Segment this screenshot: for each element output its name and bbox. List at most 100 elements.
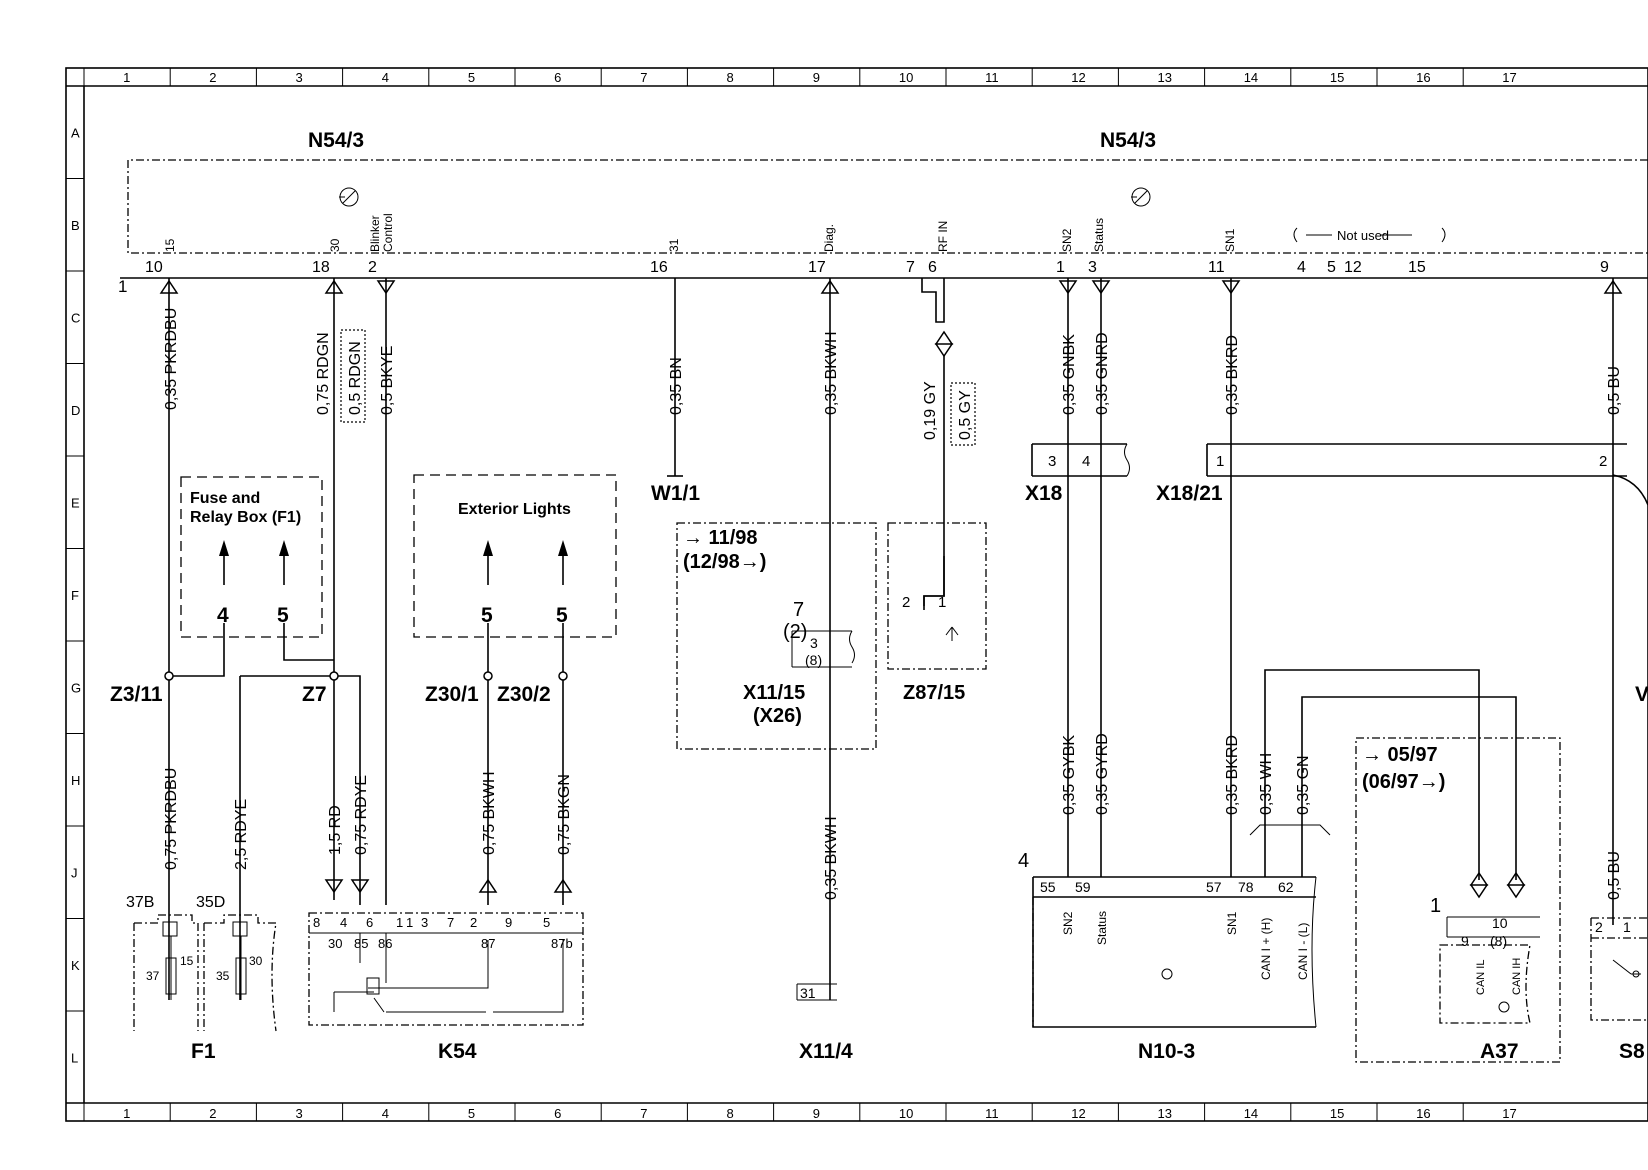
ext-lights-pin-5b: 5 [556,604,568,627]
column-label: 17 [1502,1106,1516,1121]
n10-pin-62: 62 [1278,879,1294,895]
z87-pin-2: 2 [902,594,910,611]
w1-1-label: W1/1 [651,482,700,505]
column-label: 16 [1416,70,1430,85]
z87-pin-1: 1 [938,594,946,611]
k54-label: K54 [438,1040,477,1063]
fuse-relay-box-outline [180,476,323,638]
fuse-box-label-2: Relay Box (F1) [190,509,301,526]
x18-21-pin-1: 1 [1216,453,1224,470]
wire-label-15: 0,75 BKWH [481,771,498,855]
f1-37: 37 [146,969,160,983]
column-label: 1 [123,1106,130,1121]
k54-pin-9: 9 [505,915,512,930]
n10-3-label: N10-3 [1138,1040,1195,1063]
a37-pin-8: (8) [1490,933,1507,949]
wire-label-3: 0,5 BKYE [379,346,396,415]
k54-pin-5: 5 [543,915,550,930]
wires [164,278,1648,1000]
pin-label-blinker: Blinker [368,215,382,252]
n10-3-module [1032,824,1331,1028]
not-used-bracket [1293,227,1446,243]
pin-12: 12 [1344,259,1362,276]
column-label: 4 [382,70,389,85]
n10-label-can-h: CAN I + (H) [1259,918,1273,980]
row-label: A [71,125,80,140]
row-label: L [71,1050,78,1065]
fuse-box-pin-4: 4 [217,604,229,627]
not-used-label: Not used [1337,228,1389,243]
k54-pin-7: 7 [447,915,454,930]
row-label: D [71,403,80,418]
n10-label-status: Status [1095,911,1109,945]
wire-label-5: 0,35 BKWH [823,331,840,415]
wire-label-22: 0,35 GN [1295,755,1312,815]
z30-2-label: Z30/2 [497,683,551,706]
n10-pin-55: 55 [1040,879,1056,895]
x26-label: (X26) [753,705,802,727]
module-symbol-right [1131,187,1151,207]
k54-term-85: 85 [354,936,368,951]
column-label: 2 [209,70,216,85]
wire-label-14: 0,75 RDYE [353,775,370,855]
a37-can-ih: CAN IH [1511,958,1523,995]
wire-label-11: 0,75 PKRDBU [163,768,180,870]
column-label: 16 [1416,1106,1430,1121]
wire-label-19: 0,35 GYRD [1094,733,1111,815]
wire-label-6b: 0,5 GY [957,390,974,440]
x11-15-label: X11/15 [743,682,805,704]
k54-term-87b: 87b [551,936,573,951]
exterior-lights-outline [413,474,617,638]
n10-pin-59: 59 [1075,879,1091,895]
wire-label-2b: 0,5 RDGN [347,341,364,415]
f1-37b: 37B [126,894,154,911]
row-label: C [71,310,80,325]
wire-label-2: 0,75 RDGN [315,332,332,415]
a37-date-outline [1355,737,1561,1063]
column-label: 15 [1330,70,1344,85]
a37-can-il: CAN IL [1475,960,1487,995]
pin-7: 7 [906,259,915,276]
n10-pin-57: 57 [1206,879,1222,895]
column-label: 13 [1158,1106,1172,1121]
pin-label-31: 31 [667,238,681,252]
row-label: J [71,865,78,880]
pin-5: 5 [1327,259,1336,276]
wire-label-13: 1,5 RD [327,805,344,855]
column-label: 7 [640,70,647,85]
z87-15-outline [887,522,987,670]
column-label: 17 [1502,70,1516,85]
wire-label-10: 0,5 BU [1606,366,1623,415]
row-label: B [71,218,80,233]
column-label: 5 [468,70,475,85]
z30-1-label: Z30/1 [425,683,479,706]
k54-relay [308,912,584,1026]
pin-label-rf-in: RF IN [936,221,950,252]
row-label: K [71,958,80,973]
x18-21-pin-2: 2 [1599,453,1607,470]
n54-3-label-right: N54/3 [1100,129,1156,152]
pin-18: 18 [312,259,330,276]
s8-pin-2: 2 [1595,919,1603,935]
x18-21-label: X18/21 [1156,482,1223,505]
k54-pin-1: 1 [396,915,403,930]
a37-pin-9: 9 [1461,933,1469,949]
ext-lights-pin-5a: 5 [481,604,493,627]
pin-4: 4 [1297,259,1306,276]
k54-pin-6: 6 [366,915,373,930]
column-label: 5 [468,1106,475,1121]
row-label: E [71,495,80,510]
f1-label: F1 [191,1040,216,1063]
wire-label-16: 0,75 BKGN [556,774,573,855]
n10-label-sn1: SN1 [1225,911,1239,935]
x18-label: X18 [1025,482,1063,505]
pin-label-sn1: SN1 [1223,228,1237,252]
wire-label-23: 0,5 BU [1606,851,1623,900]
k54-pin-4: 4 [340,915,347,930]
alt-wire-box-rdgn [340,329,366,423]
pin-label-15: 15 [163,238,177,252]
pin-label-sn2: SN2 [1060,228,1074,252]
